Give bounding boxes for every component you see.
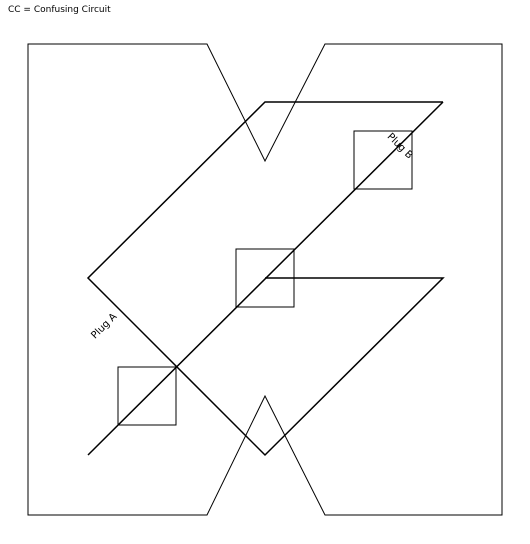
plug-a-label: Plug A (89, 311, 119, 341)
plug-b-label: Plug B (385, 131, 415, 161)
junction-box-top (353, 130, 413, 190)
diagram-title: CC = Confusing Circuit (8, 5, 111, 15)
plug-b-wire (87, 101, 444, 456)
junction-box-middle (235, 248, 295, 308)
junction-box-bottom (117, 366, 177, 426)
